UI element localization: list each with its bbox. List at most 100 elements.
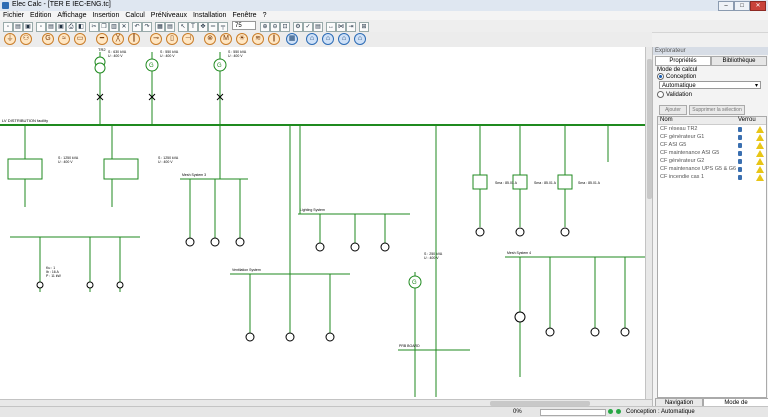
motor-icon[interactable]: M <box>220 33 232 45</box>
ups-icon[interactable]: ≈ <box>58 33 70 45</box>
report-icon[interactable]: ▤ <box>313 22 323 32</box>
menu-item[interactable]: Edition <box>30 12 52 19</box>
table-row[interactable]: CF ASI G5 <box>658 142 766 149</box>
transformer-T2[interactable] <box>103 158 139 180</box>
capacitor-icon[interactable]: ∥ <box>268 33 280 45</box>
switch-icon[interactable]: ⊸ <box>150 33 162 45</box>
radio-validation[interactable]: Validation <box>657 91 692 98</box>
table-row[interactable]: CF réseau TR2 <box>658 126 766 133</box>
load-icon[interactable]: ⊗ <box>204 33 216 45</box>
folder-icon[interactable]: ▤ <box>46 22 56 32</box>
transformer-T1[interactable] <box>7 158 43 180</box>
close-button[interactable]: ✕ <box>750 1 766 11</box>
preview-icon[interactable]: ◧ <box>76 22 86 32</box>
generator-G1-icon[interactable] <box>145 58 159 72</box>
table-row[interactable]: CF générateur G2 <box>658 158 766 165</box>
undo-icon[interactable]: ↶ <box>132 22 142 32</box>
maximize-button[interactable]: □ <box>734 1 750 11</box>
zoom-in-icon[interactable]: ⊕ <box>260 22 270 32</box>
menu-item[interactable]: Fichier <box>3 12 25 19</box>
breaker-open-icon[interactable]: ⋈ <box>336 22 346 32</box>
minimize-button[interactable]: – <box>718 1 734 11</box>
menu-item[interactable]: Fenêtre <box>232 12 257 19</box>
layout-icon[interactable]: ▦ <box>286 33 298 45</box>
delete-icon[interactable]: ✕ <box>119 22 129 32</box>
table-row[interactable]: CF incendie cas 1 <box>658 174 766 181</box>
outgoing-icon[interactable]: ⌂ <box>322 33 334 45</box>
wire-icon[interactable]: ╤ <box>218 22 228 32</box>
mode-select[interactable]: Automatique▾ <box>659 81 761 89</box>
new-file-icon[interactable]: ▫ <box>36 22 46 32</box>
zoom-select[interactable]: 75 <box>232 21 256 30</box>
paste-icon[interactable]: ▥ <box>109 22 119 32</box>
check-icon[interactable]: ✓ <box>303 22 313 32</box>
copy-icon[interactable]: ❐ <box>99 22 109 32</box>
lock-icon[interactable] <box>738 151 742 156</box>
lock-icon[interactable] <box>738 127 742 132</box>
radio-conception[interactable]: Conception <box>657 73 696 80</box>
disk-icon[interactable]: ▣ <box>56 22 66 32</box>
contactor-icon[interactable]: ⊣ <box>182 33 194 45</box>
cable-icon[interactable]: ┃ <box>128 33 140 45</box>
menu-item[interactable]: ? <box>262 12 267 19</box>
add-button[interactable]: Ajouter <box>659 105 687 115</box>
menu-item[interactable]: Insertion <box>92 12 120 19</box>
text-icon[interactable]: T <box>188 22 198 32</box>
menu-item[interactable]: Calcul <box>125 12 145 19</box>
new-icon[interactable]: ▫ <box>3 22 13 32</box>
table-row[interactable]: CF maintenance UPS G5 & G6 <box>658 166 766 173</box>
vertical-scrollbar[interactable] <box>645 47 653 399</box>
menu-item[interactable]: Affichage <box>57 12 87 19</box>
ups-3[interactable] <box>557 174 573 190</box>
generator-G3-icon[interactable] <box>408 275 422 289</box>
table-row[interactable]: CF maintenance ASI G5 <box>658 150 766 157</box>
select-icon[interactable]: ↖ <box>178 22 188 32</box>
ups-2[interactable] <box>512 174 528 190</box>
lock-icon[interactable] <box>738 167 742 172</box>
horizontal-scrollbar[interactable] <box>0 399 652 407</box>
grid-icon[interactable]: ▦ <box>155 22 165 32</box>
cut-icon[interactable]: ✂ <box>89 22 99 32</box>
calc-icon[interactable]: ⚙ <box>293 22 303 32</box>
transformer-icon[interactable]: ⚇ <box>20 33 32 45</box>
redo-icon[interactable]: ↷ <box>142 22 152 32</box>
zoom-fit-icon[interactable]: ⊡ <box>280 22 290 32</box>
print-icon[interactable]: ⎙ <box>66 22 76 32</box>
bus-icon[interactable]: ═ <box>208 22 218 32</box>
generator-G2-icon[interactable] <box>213 58 227 72</box>
house-icon[interactable]: ⌂ <box>354 33 366 45</box>
diagram-canvas[interactable]: LV DISTRIBUTION facility TR2 S : 630 kVA… <box>0 47 646 399</box>
radio-on-icon[interactable] <box>657 73 664 80</box>
busbar-icon[interactable]: ━ <box>96 33 108 45</box>
heater-icon[interactable]: ≋ <box>252 33 264 45</box>
fuse-icon[interactable]: ▯ <box>166 33 178 45</box>
lighting-icon[interactable]: ☀ <box>236 33 248 45</box>
battery-icon[interactable]: ▭ <box>74 33 86 45</box>
breaker-icon[interactable]: ╳ <box>112 33 124 45</box>
vertical-scroll-thumb[interactable] <box>647 59 652 199</box>
disconnect-icon[interactable]: ⇥ <box>346 22 356 32</box>
zoom-out-icon[interactable]: ⊖ <box>270 22 280 32</box>
lock-icon[interactable] <box>738 159 742 164</box>
coupling-icon[interactable]: ⌂ <box>338 33 350 45</box>
lock-icon[interactable] <box>738 175 742 180</box>
lock-icon[interactable] <box>738 143 742 148</box>
incoming-icon[interactable]: ⌂ <box>306 33 318 45</box>
menu-item[interactable]: PréNiveaux <box>150 12 187 19</box>
table-row[interactable]: CF générateur G1 <box>658 134 766 141</box>
horizontal-scroll-thumb[interactable] <box>490 401 590 406</box>
ups-1[interactable] <box>472 174 488 190</box>
tab-library[interactable]: Bibliothèque <box>711 56 767 66</box>
table-icon[interactable]: ▤ <box>165 22 175 32</box>
pan-icon[interactable]: ✥ <box>198 22 208 32</box>
tab-properties[interactable]: Propriétés <box>655 56 711 66</box>
radio-off-icon[interactable] <box>657 91 664 98</box>
open-icon[interactable]: ▤ <box>13 22 23 32</box>
delete-selection-button[interactable]: Supprimer la sélection <box>689 105 745 115</box>
lock-icon[interactable] <box>738 135 742 140</box>
generator-icon[interactable]: G <box>42 33 54 45</box>
save-icon[interactable]: ▣ <box>23 22 33 32</box>
menu-item[interactable]: Installation <box>192 12 227 19</box>
network-icon[interactable]: ⊞ <box>359 22 369 32</box>
grid-source-icon[interactable]: ⏚ <box>4 33 16 45</box>
